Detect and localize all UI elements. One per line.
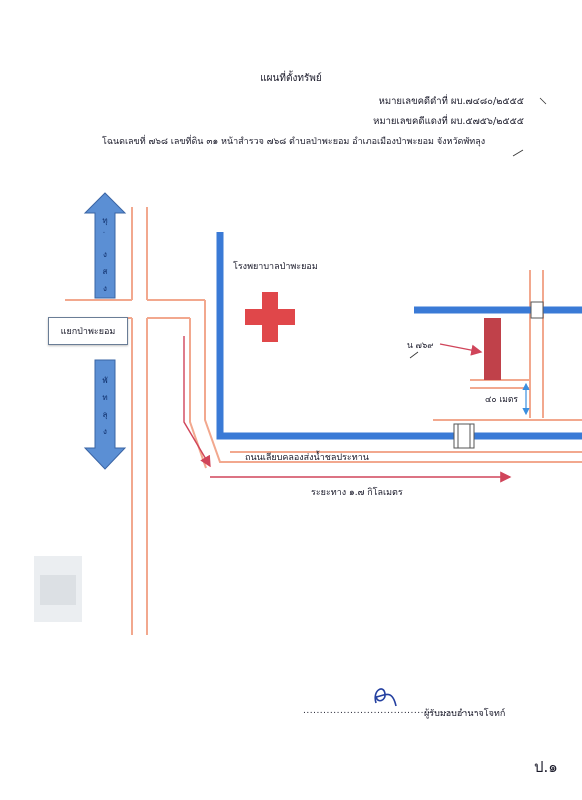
black-case-number: หมายเลขคดีดำที่ ผบ.๗๔๘๐/๒๕๕๕ xyxy=(378,96,524,107)
route-distance-label: ระยะทาง ๑.๗ กิโลเมตร xyxy=(311,488,403,498)
north-arrow-icon xyxy=(83,192,127,299)
signature xyxy=(374,688,397,707)
parcel-pointer xyxy=(439,343,483,356)
bridge-icon xyxy=(530,301,544,319)
junction-label: แยกป่าพะยอม xyxy=(48,317,128,345)
route-arrow-to-road xyxy=(183,336,211,468)
distance-label: ๔๐ เมตร xyxy=(485,395,518,405)
red-case-number: หมายเลขคดีแดงที่ ผบ.๕๗๕๖/๒๕๕๕ xyxy=(373,116,524,127)
signature-line: ........................................… xyxy=(303,706,478,716)
page-title: แผนที่ตั้งทรัพย์ xyxy=(260,73,322,84)
ticks xyxy=(539,97,547,105)
road-label: ถนนเลียบคลองส่งน้ำชลประทาน xyxy=(245,453,369,463)
bridge-icon xyxy=(453,423,475,449)
south-arrow-icon xyxy=(83,359,127,470)
parcel-label: น ๗๖๙ xyxy=(407,341,434,351)
main-road xyxy=(65,207,582,635)
hospital-label: โรงพยาบาลป่าพะยอม xyxy=(233,262,318,272)
scan-smudge xyxy=(34,556,82,622)
land-parcel xyxy=(484,318,501,380)
deed-info: โฉนดเลขที่ ๗๖๘ เลขที่ดิน ๓๑ หน้าสำรวจ ๗๖… xyxy=(102,137,486,147)
hospital-cross-icon xyxy=(245,292,295,342)
south-direction-label: พั ท ลุ ง xyxy=(102,376,108,436)
north-direction-label: ทุ ่ ง ส ง xyxy=(102,216,108,293)
page-number: ป.๑ xyxy=(534,758,558,776)
receiver-label: ผู้รับมอบอำนาจโจทก์ xyxy=(424,709,506,719)
